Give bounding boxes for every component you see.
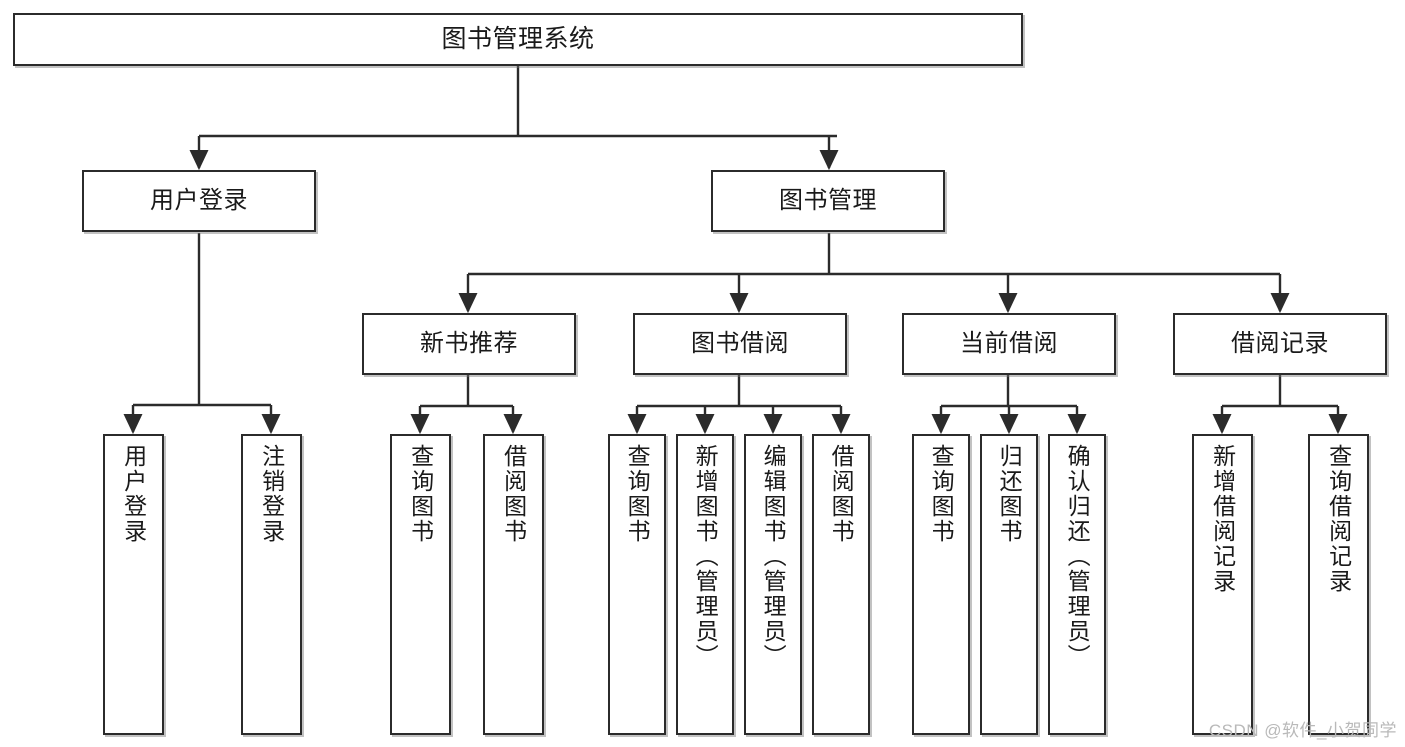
csdn-watermark: CSDN @软件_小贺同学 (1208, 721, 1397, 740)
leaf-user-login-signout[interactable]: 注销登录 (241, 434, 302, 735)
node-label: 图书借阅 (691, 329, 789, 357)
node-label: 借阅图书 (828, 444, 855, 544)
node-label: 借阅图书 (500, 444, 527, 544)
leaf-borrow-record-add[interactable]: 新增借阅记录 (1192, 434, 1253, 735)
leaf-book-borrow-add[interactable]: 新增图书（管理员） (676, 434, 734, 735)
leaf-current-borrow-query[interactable]: 查询图书 (912, 434, 970, 735)
node-label: 查询图书 (624, 444, 651, 544)
node-root-system[interactable]: 图书管理系统 (13, 13, 1023, 66)
leaf-book-borrow-query[interactable]: 查询图书 (608, 434, 666, 735)
node-book-management[interactable]: 图书管理 (711, 170, 945, 232)
node-label: 新书推荐 (420, 329, 518, 357)
node-label: 新增借阅记录 (1209, 444, 1236, 594)
node-label: 编辑图书（管理员） (760, 444, 787, 669)
node-label: 借阅记录 (1231, 329, 1329, 357)
node-new-book-recommend[interactable]: 新书推荐 (362, 313, 576, 375)
node-label: 新增图书（管理员） (692, 444, 719, 669)
leaf-book-borrow-lend[interactable]: 借阅图书 (812, 434, 870, 735)
leaf-current-borrow-confirm-return[interactable]: 确认归还（管理员） (1048, 434, 1106, 735)
node-label: 归还图书 (996, 444, 1023, 544)
node-label: 注销登录 (258, 444, 285, 544)
node-label: 图书管理系统 (441, 24, 595, 53)
node-label: 用户登录 (120, 444, 147, 544)
leaf-new-book-borrow[interactable]: 借阅图书 (483, 434, 544, 735)
leaf-book-borrow-edit[interactable]: 编辑图书（管理员） (744, 434, 802, 735)
node-label: 用户登录 (150, 186, 248, 214)
node-label: 查询图书 (407, 444, 434, 544)
leaf-user-login-signin[interactable]: 用户登录 (103, 434, 164, 735)
node-current-borrow[interactable]: 当前借阅 (902, 313, 1116, 375)
node-label: 查询借阅记录 (1325, 444, 1352, 594)
node-borrow-record[interactable]: 借阅记录 (1173, 313, 1387, 375)
leaf-current-borrow-return[interactable]: 归还图书 (980, 434, 1038, 735)
node-label: 当前借阅 (960, 329, 1058, 357)
node-label: 确认归还（管理员） (1064, 444, 1091, 669)
node-book-borrow[interactable]: 图书借阅 (633, 313, 847, 375)
node-label: 图书管理 (779, 186, 877, 214)
leaf-borrow-record-query[interactable]: 查询借阅记录 (1308, 434, 1369, 735)
node-user-login[interactable]: 用户登录 (82, 170, 316, 232)
leaf-new-book-query[interactable]: 查询图书 (390, 434, 451, 735)
node-label: 查询图书 (928, 444, 955, 544)
